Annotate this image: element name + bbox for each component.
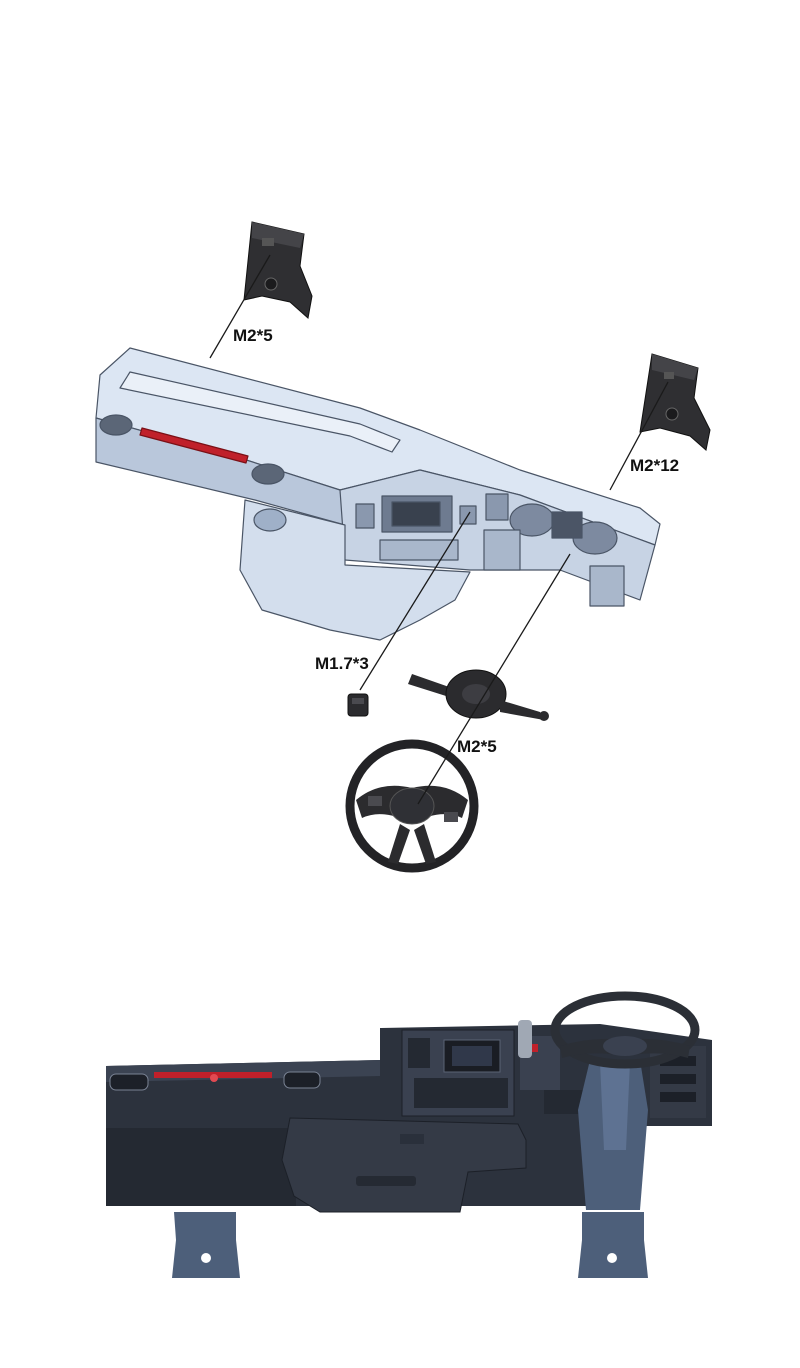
steering-column-part [408, 669, 549, 721]
callout-left-bracket: M2*5 [233, 326, 273, 345]
leader-line-wheel [417, 553, 571, 805]
leader-line-left-bracket [209, 254, 271, 359]
right-mounting-bracket [639, 353, 711, 451]
steering-wheel-part [345, 739, 479, 873]
small-knob-part [347, 693, 369, 717]
leader-line-knob [359, 511, 471, 691]
left-mounting-bracket [243, 221, 313, 319]
assembled-right-bracket [578, 1212, 648, 1278]
callout-right-bracket: M2*12 [630, 456, 679, 475]
assembled-left-bracket [172, 1212, 240, 1278]
assembled-steering-wheel [518, 991, 700, 1069]
callout-center-knob: M1.7*3 [315, 654, 369, 673]
assembled-dashboard-render [106, 1024, 712, 1213]
leader-line-right-bracket [609, 381, 669, 491]
dashboard-line-drawing [95, 347, 661, 641]
callout-steering-wheel: M2*5 [457, 737, 497, 756]
